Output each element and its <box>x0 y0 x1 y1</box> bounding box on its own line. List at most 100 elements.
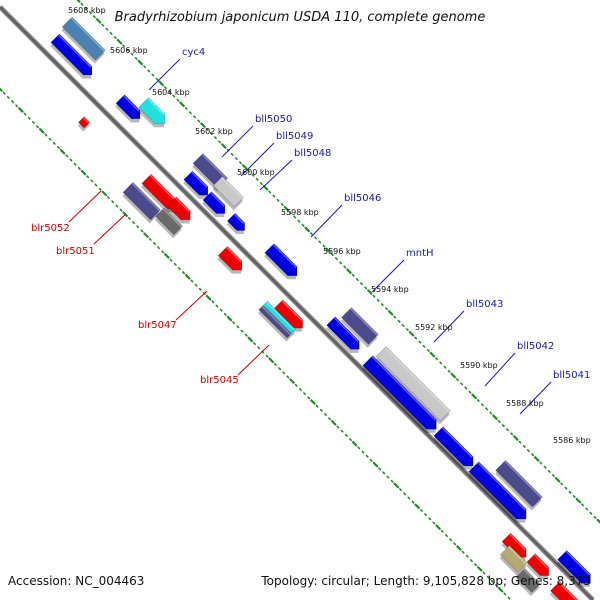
gene-feature[interactable] <box>202 191 226 218</box>
feature-body[interactable] <box>226 212 245 231</box>
feature-body[interactable] <box>501 532 527 558</box>
feature-body[interactable] <box>217 246 243 271</box>
gene-features[interactable] <box>50 16 591 600</box>
tick-mark <box>209 132 213 135</box>
gene-feature[interactable] <box>468 461 527 523</box>
tick-mark <box>221 143 227 149</box>
tick-mark <box>355 278 359 281</box>
gene-feature[interactable] <box>226 212 245 235</box>
gene-label-bll5050[interactable]: bll5050 <box>255 114 292 125</box>
gene-feature[interactable] <box>258 305 292 342</box>
feature-body[interactable] <box>78 116 91 129</box>
feature-body[interactable] <box>273 299 303 329</box>
gene-feature[interactable] <box>433 426 474 470</box>
gene-feature[interactable] <box>264 243 298 280</box>
tick-mark <box>339 261 343 265</box>
tick-mark <box>357 446 361 450</box>
feature-body[interactable] <box>138 97 166 125</box>
tick-mark <box>464 386 468 390</box>
feature-body[interactable] <box>326 316 360 350</box>
gene-feature[interactable] <box>61 16 106 64</box>
feature-body[interactable] <box>258 305 292 339</box>
feature-body[interactable] <box>61 16 106 61</box>
gene-feature[interactable] <box>325 316 360 353</box>
feature-body[interactable] <box>362 355 437 430</box>
feature-body[interactable] <box>155 207 183 236</box>
gene-label-cyc4[interactable]: cyc4 <box>182 47 205 58</box>
tick-mark <box>36 125 39 129</box>
gene-feature[interactable] <box>50 33 93 79</box>
tick-mark <box>223 312 227 316</box>
gene-feature[interactable] <box>340 307 379 348</box>
feature-body[interactable] <box>526 553 550 576</box>
gene-feature[interactable] <box>212 175 245 211</box>
gene-feature[interactable] <box>137 97 166 128</box>
gene-feature[interactable] <box>526 553 550 580</box>
gene-feature[interactable] <box>77 116 91 132</box>
gene-label-mnth[interactable]: mntH <box>406 248 434 259</box>
feature-body[interactable] <box>495 459 543 508</box>
tick-mark <box>554 477 561 483</box>
tick-mark <box>351 273 355 277</box>
gene-label-bll5049[interactable]: bll5049 <box>276 131 313 142</box>
gene-feature[interactable] <box>166 196 191 224</box>
tick-mark <box>568 490 572 494</box>
gene-label-bll5046[interactable]: bll5046 <box>344 193 381 204</box>
gene-label-blr5051[interactable]: blr5051 <box>56 246 95 257</box>
gene-feature[interactable] <box>549 581 579 600</box>
feature-body[interactable] <box>50 33 93 76</box>
feature-highlight <box>210 191 225 207</box>
tick-mark <box>122 44 126 48</box>
tick-mark <box>6 96 10 99</box>
tick-mark <box>439 361 443 365</box>
tick-mark <box>226 315 233 322</box>
feature-body[interactable] <box>115 94 141 120</box>
gene-feature[interactable] <box>499 545 528 576</box>
gene-label-bll5041[interactable]: bll5041 <box>553 370 590 381</box>
feature-body[interactable] <box>375 346 451 422</box>
gene-feature[interactable] <box>494 459 543 511</box>
feature-body[interactable] <box>183 170 209 196</box>
tick-mark <box>132 221 135 225</box>
gene-feature[interactable] <box>362 355 437 433</box>
gene-label-bll5042[interactable]: bll5042 <box>517 341 554 352</box>
feature-body[interactable] <box>212 175 245 208</box>
feature-body[interactable] <box>433 426 474 467</box>
feature-body[interactable] <box>557 550 591 584</box>
tick-mark <box>169 258 173 262</box>
feature-body[interactable] <box>202 191 226 214</box>
feature-body[interactable] <box>499 545 528 573</box>
feature-body[interactable] <box>515 568 541 593</box>
gene-feature[interactable] <box>217 246 243 274</box>
leader-line <box>310 204 343 238</box>
tick-mark <box>109 31 113 35</box>
gene-feature[interactable] <box>122 182 161 224</box>
feature-body[interactable] <box>468 461 527 520</box>
gene-feature[interactable] <box>273 299 303 332</box>
tick-mark <box>581 503 585 507</box>
feature-body[interactable] <box>122 182 161 221</box>
tick-mark <box>127 216 131 220</box>
tick-mark <box>90 179 94 183</box>
tick-mark <box>506 428 509 432</box>
gene-label-blr5052[interactable]: blr5052 <box>31 223 70 234</box>
feature-body[interactable] <box>341 307 379 345</box>
gene-feature[interactable] <box>515 568 541 597</box>
gene-feature[interactable] <box>154 207 183 239</box>
gene-label-blr5047[interactable]: blr5047 <box>138 320 177 331</box>
gene-label-blr5045[interactable]: blr5045 <box>200 375 239 386</box>
tick-mark <box>241 164 248 170</box>
gene-label-bll5043[interactable]: bll5043 <box>466 299 503 310</box>
gene-feature[interactable] <box>375 346 451 425</box>
gene-feature[interactable] <box>501 532 527 561</box>
gene-label-bll5048[interactable]: bll5048 <box>294 148 331 159</box>
tick-mark <box>447 369 451 373</box>
feature-body[interactable] <box>166 196 191 221</box>
gene-feature[interactable] <box>556 550 591 587</box>
feature-highlight <box>58 34 92 68</box>
feature-body[interactable] <box>264 243 298 277</box>
feature-body[interactable] <box>550 581 579 600</box>
gene-feature[interactable] <box>115 94 141 123</box>
tick-mark <box>419 509 423 512</box>
gene-feature[interactable] <box>183 170 209 199</box>
